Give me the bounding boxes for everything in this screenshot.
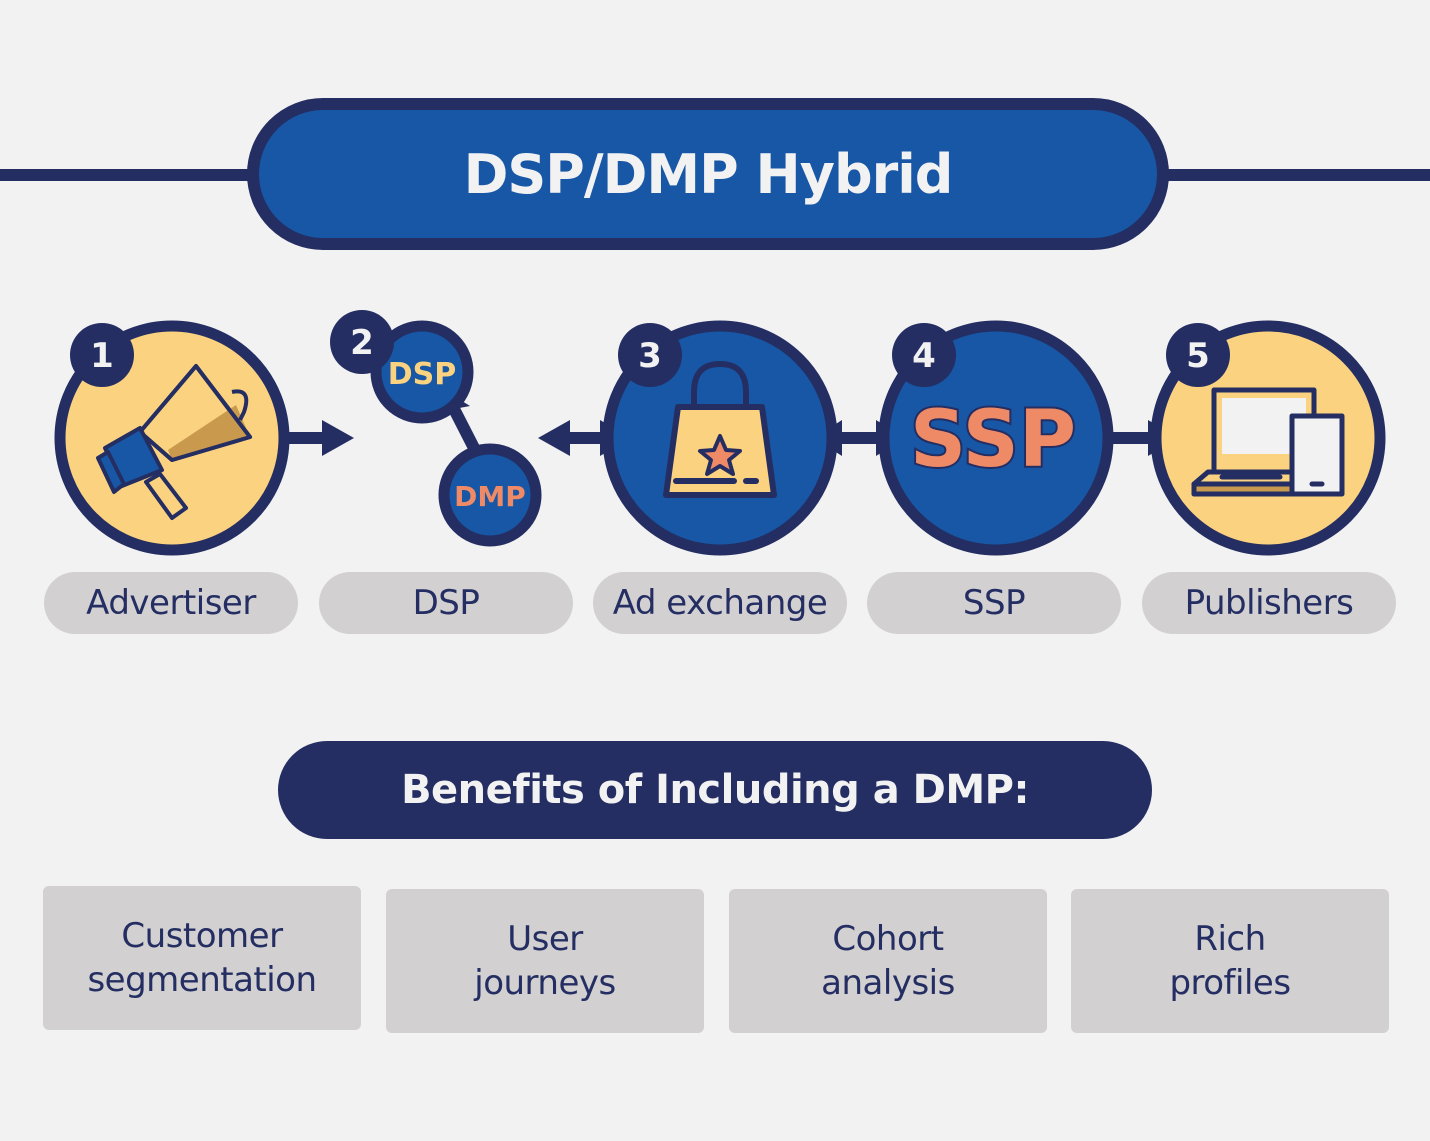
ssp-text-icon: SSP <box>910 395 1076 485</box>
benefit-line: journeys <box>474 963 616 1003</box>
step-3-adexchange-circle: 3 <box>602 320 838 556</box>
dsp-node-label: DSP <box>388 357 457 392</box>
benefit-line: Cohort <box>832 919 944 959</box>
step-1-number: 1 <box>90 336 114 376</box>
dmp-node <box>438 443 542 547</box>
step-2-badge <box>330 310 394 374</box>
benefits-heading: Benefits of Including a DMP: <box>401 767 1029 813</box>
step-label-ad-exchange: Ad exchange <box>593 572 847 634</box>
step-1-advertiser-circle: 1 <box>54 320 290 556</box>
benefits-heading-banner: Benefits of Including a DMP: <box>278 741 1152 839</box>
title-banner: DSP/DMP Hybrid <box>247 98 1169 250</box>
step-label-ssp: SSP <box>867 572 1121 634</box>
benefit-line: analysis <box>821 963 955 1003</box>
step-label-publishers: Publishers <box>1142 572 1396 634</box>
laptop-phone-icon <box>1191 387 1345 497</box>
step-4-ssp-circle: SSP 4 <box>878 320 1114 556</box>
benefit-line: profiles <box>1169 963 1291 1003</box>
step-4-badge <box>892 323 956 387</box>
step-2-dsp-cluster: DSP DMP 2 <box>330 310 542 547</box>
step-3-number: 3 <box>638 336 662 376</box>
benefit-line: Rich <box>1194 919 1266 959</box>
benefit-line: User <box>507 919 583 959</box>
header-rule-left <box>0 169 260 181</box>
step-5-publishers-circle: 5 <box>1150 320 1386 556</box>
header-rule-right <box>1160 169 1430 181</box>
page-title: DSP/DMP Hybrid <box>463 142 954 206</box>
dsp-node <box>370 320 474 424</box>
benefit-line: Customer <box>121 916 283 956</box>
benefit-line: segmentation <box>87 960 317 1000</box>
step-5-badge <box>1166 323 1230 387</box>
step-4-number: 4 <box>912 336 936 376</box>
step-2-number: 2 <box>350 323 374 363</box>
step-label-advertiser: Advertiser <box>44 572 298 634</box>
megaphone-icon <box>96 364 252 520</box>
step-label-dsp: DSP <box>319 572 573 634</box>
flow-diagram: 1 DSP DMP 2 3 SSP 4 <box>54 310 1386 556</box>
step-5-number: 5 <box>1186 336 1210 376</box>
step-3-badge <box>618 323 682 387</box>
shopping-bag-star-icon <box>663 361 777 498</box>
dmp-node-label: DMP <box>454 480 526 513</box>
step-1-badge <box>70 323 134 387</box>
